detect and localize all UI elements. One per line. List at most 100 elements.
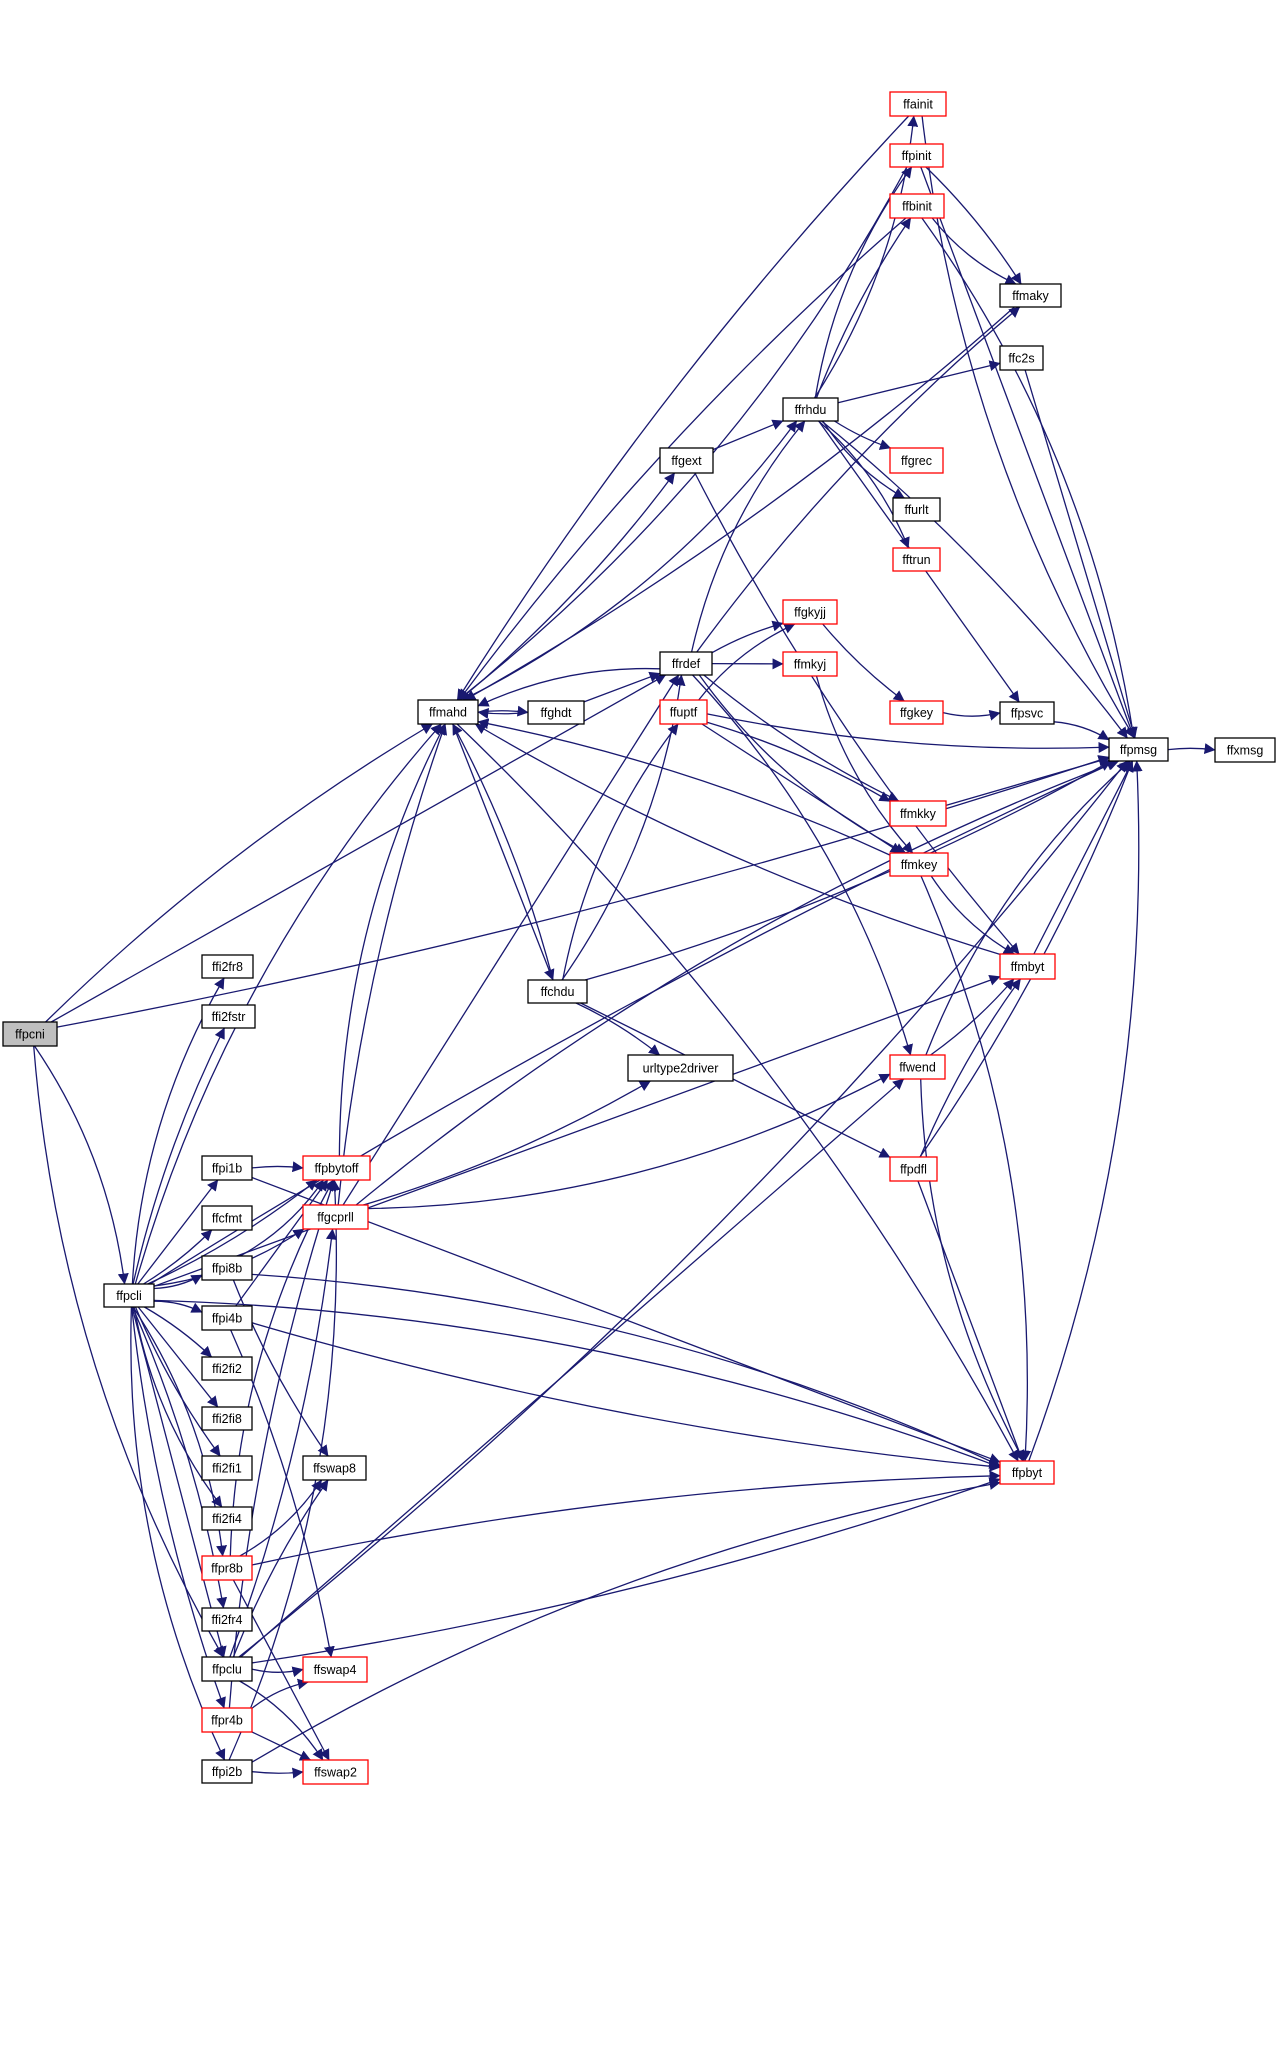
node-ffpmsg[interactable]: ffpmsg — [1108, 737, 1169, 762]
node-ffmaky[interactable]: ffmaky — [999, 283, 1062, 308]
edge-ffpr8b-to-ffswap2 — [232, 1579, 330, 1761]
node-ffpbytoff[interactable]: ffpbytoff — [302, 1155, 371, 1181]
node-box-ffpbyt — [999, 1460, 1055, 1485]
node-ffpi2b[interactable]: ffpi2b — [201, 1759, 253, 1784]
node-label-ffi2fi4: ffi2fi4 — [212, 1512, 242, 1526]
node-ffpcni[interactable]: ffpcni — [2, 1021, 58, 1047]
node-ffmbyt[interactable]: ffmbyt — [999, 953, 1056, 980]
edge-ffpcli-to-ffcfmt — [143, 1229, 213, 1285]
node-ffpi8b[interactable]: ffpi8b — [201, 1255, 253, 1281]
edge-ffpi4b-to-ffpbyt — [251, 1322, 1001, 1472]
node-label-ffpi1b: ffpi1b — [212, 1162, 242, 1176]
node-ffcfmt[interactable]: ffcfmt — [201, 1205, 253, 1231]
node-label-ffmkey: ffmkey — [901, 858, 938, 872]
node-ffxmsg[interactable]: ffxmsg — [1214, 737, 1276, 763]
node-box-ffpi1b — [201, 1155, 253, 1181]
node-ffi2fr4[interactable]: ffi2fr4 — [201, 1607, 253, 1632]
edge-ffmkky-to-ffpmsg — [945, 755, 1110, 807]
node-box-ffc2s — [999, 345, 1044, 371]
edge-ffmahd-to-ffghdt — [477, 705, 529, 717]
edge-ffpcni-to-ffpclu — [33, 1045, 224, 1658]
node-ffswap2[interactable]: ffswap2 — [302, 1759, 369, 1785]
node-box-ffi2fr4 — [201, 1607, 253, 1632]
edge-ffmahd-to-ffgext — [458, 472, 676, 701]
edge-ffrdef-to-ffmkey — [698, 674, 907, 854]
node-box-ffgkyjj — [782, 599, 838, 625]
node-ffainit[interactable]: ffainit — [889, 91, 947, 117]
node-ffpinit[interactable]: ffpinit — [889, 143, 944, 168]
edge-ffpcli-to-ffpi4b — [153, 1300, 203, 1313]
node-ffpcli[interactable]: ffpcli — [103, 1283, 155, 1308]
node-ffpi4b[interactable]: ffpi4b — [201, 1305, 253, 1331]
node-ffc2s[interactable]: ffc2s — [999, 345, 1044, 371]
node-box-ffpmsg — [1108, 737, 1169, 762]
edge-ffpcli-to-ffpi2b — [130, 1306, 226, 1761]
edge-ffpcli-to-ffmahd — [134, 723, 442, 1285]
node-urltype2driver[interactable]: urltype2driver — [627, 1054, 734, 1082]
node-ffchdu[interactable]: ffchdu — [527, 979, 588, 1004]
node-label-ffc2s: ffc2s — [1008, 352, 1034, 366]
node-box-ffcfmt — [201, 1205, 253, 1231]
edge-ffpmsg-to-ffxmsg — [1167, 743, 1216, 755]
node-label-ffpcni: ffpcni — [15, 1028, 45, 1042]
edge-ffpr4b-to-ffswap4 — [251, 1678, 309, 1709]
node-ffpsvc[interactable]: ffpsvc — [999, 701, 1055, 725]
node-ffi2fi4[interactable]: ffi2fi4 — [201, 1506, 253, 1531]
node-ffpbyt[interactable]: ffpbyt — [999, 1460, 1055, 1485]
node-ffrdef[interactable]: ffrdef — [659, 651, 713, 676]
node-label-ffmkyj: ffmkyj — [794, 658, 826, 672]
node-ffi2fr8[interactable]: ffi2fr8 — [201, 954, 254, 979]
node-ffghdt[interactable]: ffghdt — [527, 700, 585, 725]
node-ffi2fi8[interactable]: ffi2fi8 — [201, 1406, 253, 1431]
edge-ffgcprll-to-ffmahd — [337, 723, 448, 1206]
node-ffpr4b[interactable]: ffpr4b — [201, 1707, 253, 1733]
node-ffswap4[interactable]: ffswap4 — [302, 1656, 368, 1683]
node-ffgext[interactable]: ffgext — [659, 447, 714, 474]
node-ffgkyjj[interactable]: ffgkyjj — [782, 599, 838, 625]
node-ffurlt[interactable]: ffurlt — [892, 497, 941, 522]
node-box-ffwend — [889, 1054, 946, 1080]
node-ffmkky[interactable]: ffmkky — [889, 800, 947, 827]
node-ffi2fi2[interactable]: ffi2fi2 — [201, 1356, 253, 1381]
node-ffuptf[interactable]: ffuptf — [659, 699, 708, 725]
edge-ffrhdu-to-fftrun — [818, 420, 910, 549]
node-ffmkey[interactable]: ffmkey — [889, 852, 949, 877]
node-ffpi1b[interactable]: ffpi1b — [201, 1155, 253, 1181]
node-ffi2fi1[interactable]: ffi2fi1 — [201, 1455, 253, 1481]
edge-ffpcli-to-ffpbyt — [153, 1299, 1001, 1469]
edge-ffgext-to-ffrhdu — [712, 419, 784, 451]
node-ffpclu[interactable]: ffpclu — [201, 1656, 253, 1682]
node-ffmahd[interactable]: ffmahd — [417, 699, 479, 725]
edge-ffchdu-to-urltype2driver — [575, 1002, 661, 1056]
node-ffpr8b[interactable]: ffpr8b — [201, 1555, 253, 1581]
node-label-urltype2driver: urltype2driver — [643, 1062, 719, 1076]
node-ffgrec[interactable]: ffgrec — [889, 447, 944, 474]
node-ffwend[interactable]: ffwend — [889, 1054, 946, 1080]
node-box-ffgrec — [889, 447, 944, 474]
node-label-ffpbytoff: ffpbytoff — [314, 1162, 359, 1176]
node-ffi2fstr[interactable]: ffi2fstr — [201, 1004, 256, 1029]
node-ffbinit[interactable]: ffbinit — [889, 193, 945, 219]
node-ffgkey[interactable]: ffgkey — [889, 700, 944, 725]
edge-ffrhdu-to-ffbinit — [815, 217, 912, 399]
node-label-ffgkey: ffgkey — [900, 706, 934, 720]
nodes-layer: ffpcni ffpcli ffmahd ffghdt ffchdu ffrdef ffge… — [2, 91, 1276, 1785]
node-ffpdfl[interactable]: ffpdfl — [889, 1156, 938, 1182]
node-label-ffi2fr4: ffi2fr4 — [211, 1613, 242, 1627]
node-label-ffpmsg: ffpmsg — [1120, 743, 1157, 757]
node-box-ffrdef — [659, 651, 713, 676]
edge-ffrhdu-to-ffpinit — [814, 166, 913, 399]
node-ffmkyj[interactable]: ffmkyj — [782, 651, 838, 677]
node-label-ffgrec: ffgrec — [901, 454, 932, 468]
node-ffgcprll[interactable]: ffgcprll — [302, 1204, 369, 1230]
node-ffrhdu[interactable]: ffrhdu — [782, 397, 839, 422]
node-ffswap8[interactable]: ffswap8 — [302, 1455, 367, 1481]
edge-ffgcprll-to-urltype2driver — [363, 1080, 651, 1206]
edge-ffpcli-to-ffi2fi1 — [134, 1306, 221, 1457]
node-box-ffpi4b — [201, 1305, 253, 1331]
node-box-ffpi2b — [201, 1759, 253, 1784]
edge-ffuptf-to-ffmkey — [701, 723, 902, 854]
edge-ffmkey-to-ffmbyt — [930, 875, 1015, 955]
node-label-ffi2fr8: ffi2fr8 — [212, 960, 243, 974]
node-fftrun[interactable]: fftrun — [892, 547, 941, 572]
